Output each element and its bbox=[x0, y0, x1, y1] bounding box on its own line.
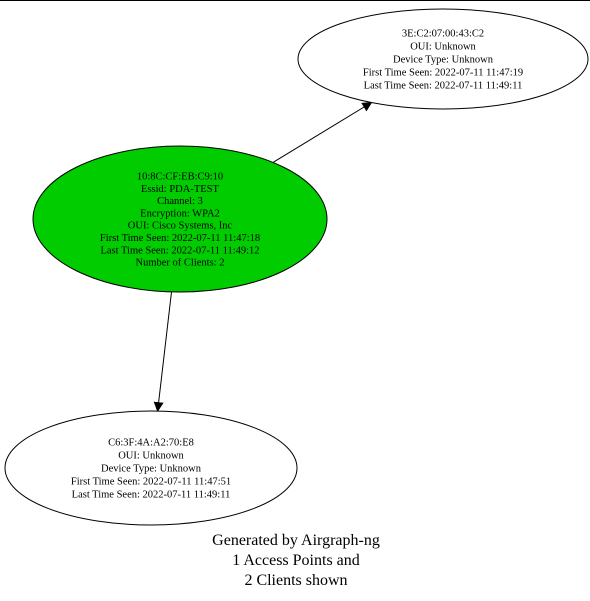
node-label-line: First Time Seen: 2022-07-11 11:47:19 bbox=[363, 68, 523, 79]
node-label-line: Number of Clients: 2 bbox=[136, 258, 225, 269]
edge-arrow-1 bbox=[272, 101, 373, 163]
node-label-line: Encryption: WPA2 bbox=[140, 208, 220, 219]
node-label-line: 3E:C2:07:00:43:C2 bbox=[402, 29, 484, 40]
node-label-line: First Time Seen: 2022-07-11 11:47:18 bbox=[100, 233, 260, 244]
node-label-line: Last Time Seen: 2022-07-11 11:49:12 bbox=[100, 245, 259, 256]
client-1-ellipse bbox=[297, 8, 589, 110]
client-2-ellipse bbox=[4, 410, 298, 526]
caption-line-2: 1 Access Points and bbox=[232, 552, 360, 569]
caption: Generated by Airgraph-ng 1 Access Points… bbox=[212, 532, 380, 589]
node-label-line: OUI: Unknown bbox=[118, 451, 184, 462]
node-label-line: OUI: Unknown bbox=[410, 42, 476, 53]
caption-line-1: Generated by Airgraph-ng bbox=[212, 532, 380, 549]
edge-arrow-2 bbox=[153, 291, 172, 413]
node-label-line: Essid: PDA-TEST bbox=[141, 184, 219, 195]
node-label-line: 10:8C:CF:EB:C9:10 bbox=[137, 171, 223, 182]
node-label-line: OUI: Cisco Systems, Inc bbox=[128, 221, 233, 232]
node-label-line: C6:3F:4A:A2:70:E8 bbox=[108, 438, 194, 449]
node-label-line: Device Type: Unknown bbox=[101, 464, 202, 475]
caption-line-3: 2 Clients shown bbox=[244, 572, 347, 589]
node-label-line: Last Time Seen: 2022-07-11 11:49:11 bbox=[72, 490, 231, 501]
access-point-ellipse bbox=[32, 145, 328, 293]
node-label-line: Channel: 3 bbox=[157, 196, 203, 207]
node-label-line: Last Time Seen: 2022-07-11 11:49:11 bbox=[364, 81, 523, 92]
edges-layer bbox=[153, 101, 373, 413]
node-label-line: Device Type: Unknown bbox=[393, 55, 494, 66]
node-label-line: First Time Seen: 2022-07-11 11:47:51 bbox=[71, 477, 231, 488]
